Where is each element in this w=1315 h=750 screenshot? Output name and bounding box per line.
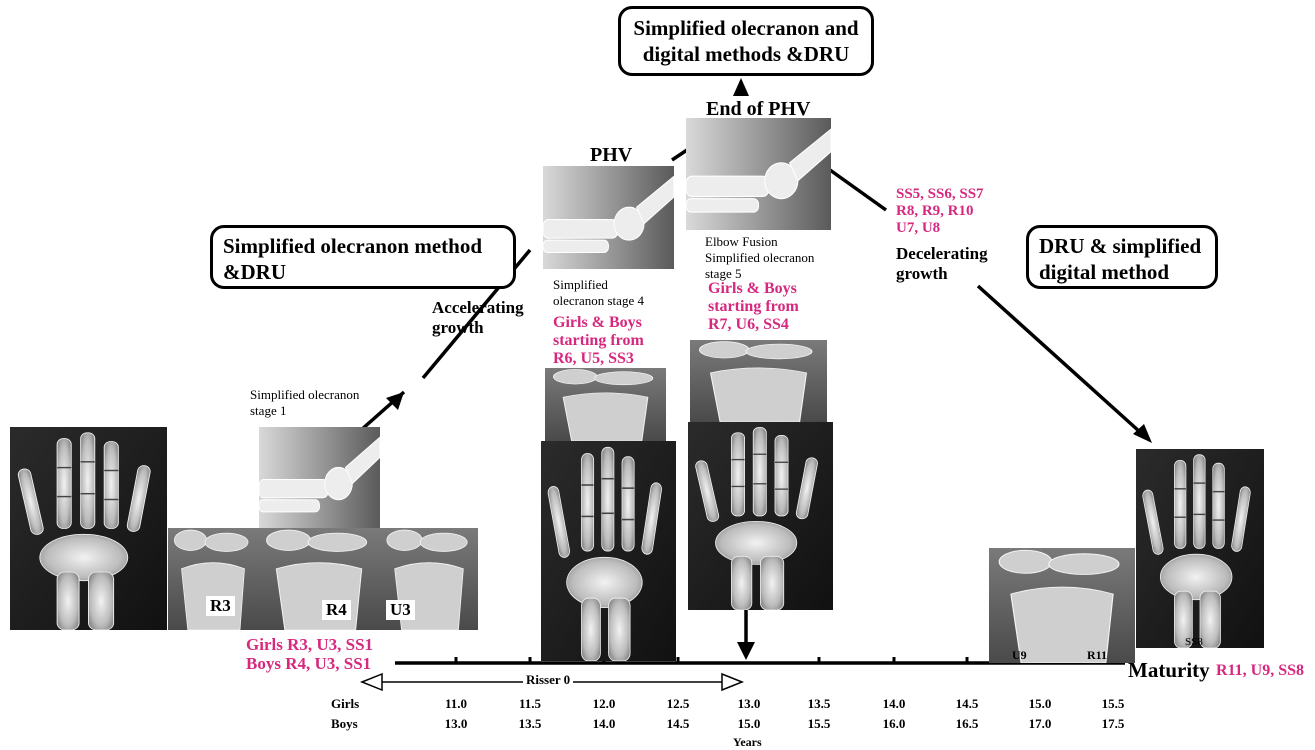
ss8-label: SS8 — [1185, 636, 1203, 648]
boys-age-tick: 17.5 — [1088, 716, 1138, 732]
phv-label: PHV — [590, 144, 632, 167]
r4-tag: R4 — [322, 600, 351, 620]
hand-xray-early — [10, 427, 167, 630]
boys-age-tick: 13.5 — [505, 716, 555, 732]
r3-tag: R3 — [206, 596, 235, 616]
accelerating-growth-label: Accelerating growth — [432, 298, 524, 338]
boys-age-tick: 15.5 — [794, 716, 844, 732]
girls-age-tick: 12.0 — [579, 696, 629, 712]
left-method-box: Simplified olecranon method &DRU — [210, 225, 516, 289]
boys-age-tick: 14.0 — [579, 716, 629, 732]
stage-phv-text: Girls & Boys starting from R6, U5, SS3 — [553, 314, 644, 368]
girls-age-tick: 13.5 — [794, 696, 844, 712]
r11-label: R11 — [1087, 648, 1107, 663]
arrow-to-maturity — [978, 286, 1140, 432]
girls-age-tick: 14.5 — [942, 696, 992, 712]
wrist-xray-maturity — [989, 548, 1135, 663]
wrist-xray-phv — [545, 368, 666, 441]
hand-xray-phv — [541, 441, 676, 661]
boys-age-tick: 16.0 — [869, 716, 919, 732]
girls-age-tick: 11.5 — [505, 696, 555, 712]
olecranon-stage4-label: Simplified olecranon stage 4 — [553, 277, 644, 309]
wrist-xray-r3: R3 — [168, 528, 258, 630]
wrist-xray-end-phv — [690, 340, 827, 422]
boys-age-tick: 15.0 — [724, 716, 774, 732]
wrist-xray-u3: U3 — [380, 528, 478, 630]
stage-maturity-text: R11, U9, SS8 — [1216, 662, 1304, 680]
stage-early-text: Girls R3, U3, SS1 Boys R4, U3, SS1 — [246, 635, 373, 673]
boys-age-tick: 14.5 — [653, 716, 703, 732]
right-method-box: DRU & simplified digital method — [1026, 225, 1218, 289]
girls-age-tick: 11.0 — [431, 696, 481, 712]
boys-age-tick: 16.5 — [942, 716, 992, 732]
risser-label: Risser 0 — [523, 672, 573, 688]
girls-age-tick: 13.0 — [724, 696, 774, 712]
girls-age-tick: 15.5 — [1088, 696, 1138, 712]
u3-tag: U3 — [386, 600, 415, 620]
hand-xray-maturity — [1136, 449, 1264, 648]
elbow-xray-stage4 — [543, 166, 674, 269]
boys-row-label: Boys — [331, 716, 358, 732]
hand-xray-end-phv — [688, 422, 833, 610]
elbow-xray-stage1 — [259, 427, 380, 528]
olecranon-stage1-label: Simplified olecranon stage 1 — [250, 387, 359, 419]
girls-age-tick: 14.0 — [869, 696, 919, 712]
maturity-label: Maturity — [1128, 658, 1210, 683]
boys-age-tick: 13.0 — [431, 716, 481, 732]
top-method-box: Simplified olecranon and digital methods… — [618, 6, 874, 76]
line-endphv-to-decel — [830, 170, 886, 210]
elbow-xray-stage5 — [686, 118, 831, 230]
girls-age-tick: 15.0 — [1015, 696, 1065, 712]
wrist-xray-r4: R4 — [258, 528, 380, 630]
stage-decel-text: SS5, SS6, SS7 R8, R9, R10 U7, U8 — [896, 186, 984, 237]
girls-age-tick: 12.5 — [653, 696, 703, 712]
u9-label: U9 — [1012, 648, 1027, 663]
decelerating-growth-label: Decelerating growth — [896, 244, 988, 284]
girls-row-label: Girls — [331, 696, 359, 712]
stage-end-phv-text: Girls & Boys starting from R7, U6, SS4 — [708, 280, 799, 334]
elbow-fusion-label: Elbow Fusion Simplified olecranon stage … — [705, 234, 814, 282]
boys-age-tick: 17.0 — [1015, 716, 1065, 732]
